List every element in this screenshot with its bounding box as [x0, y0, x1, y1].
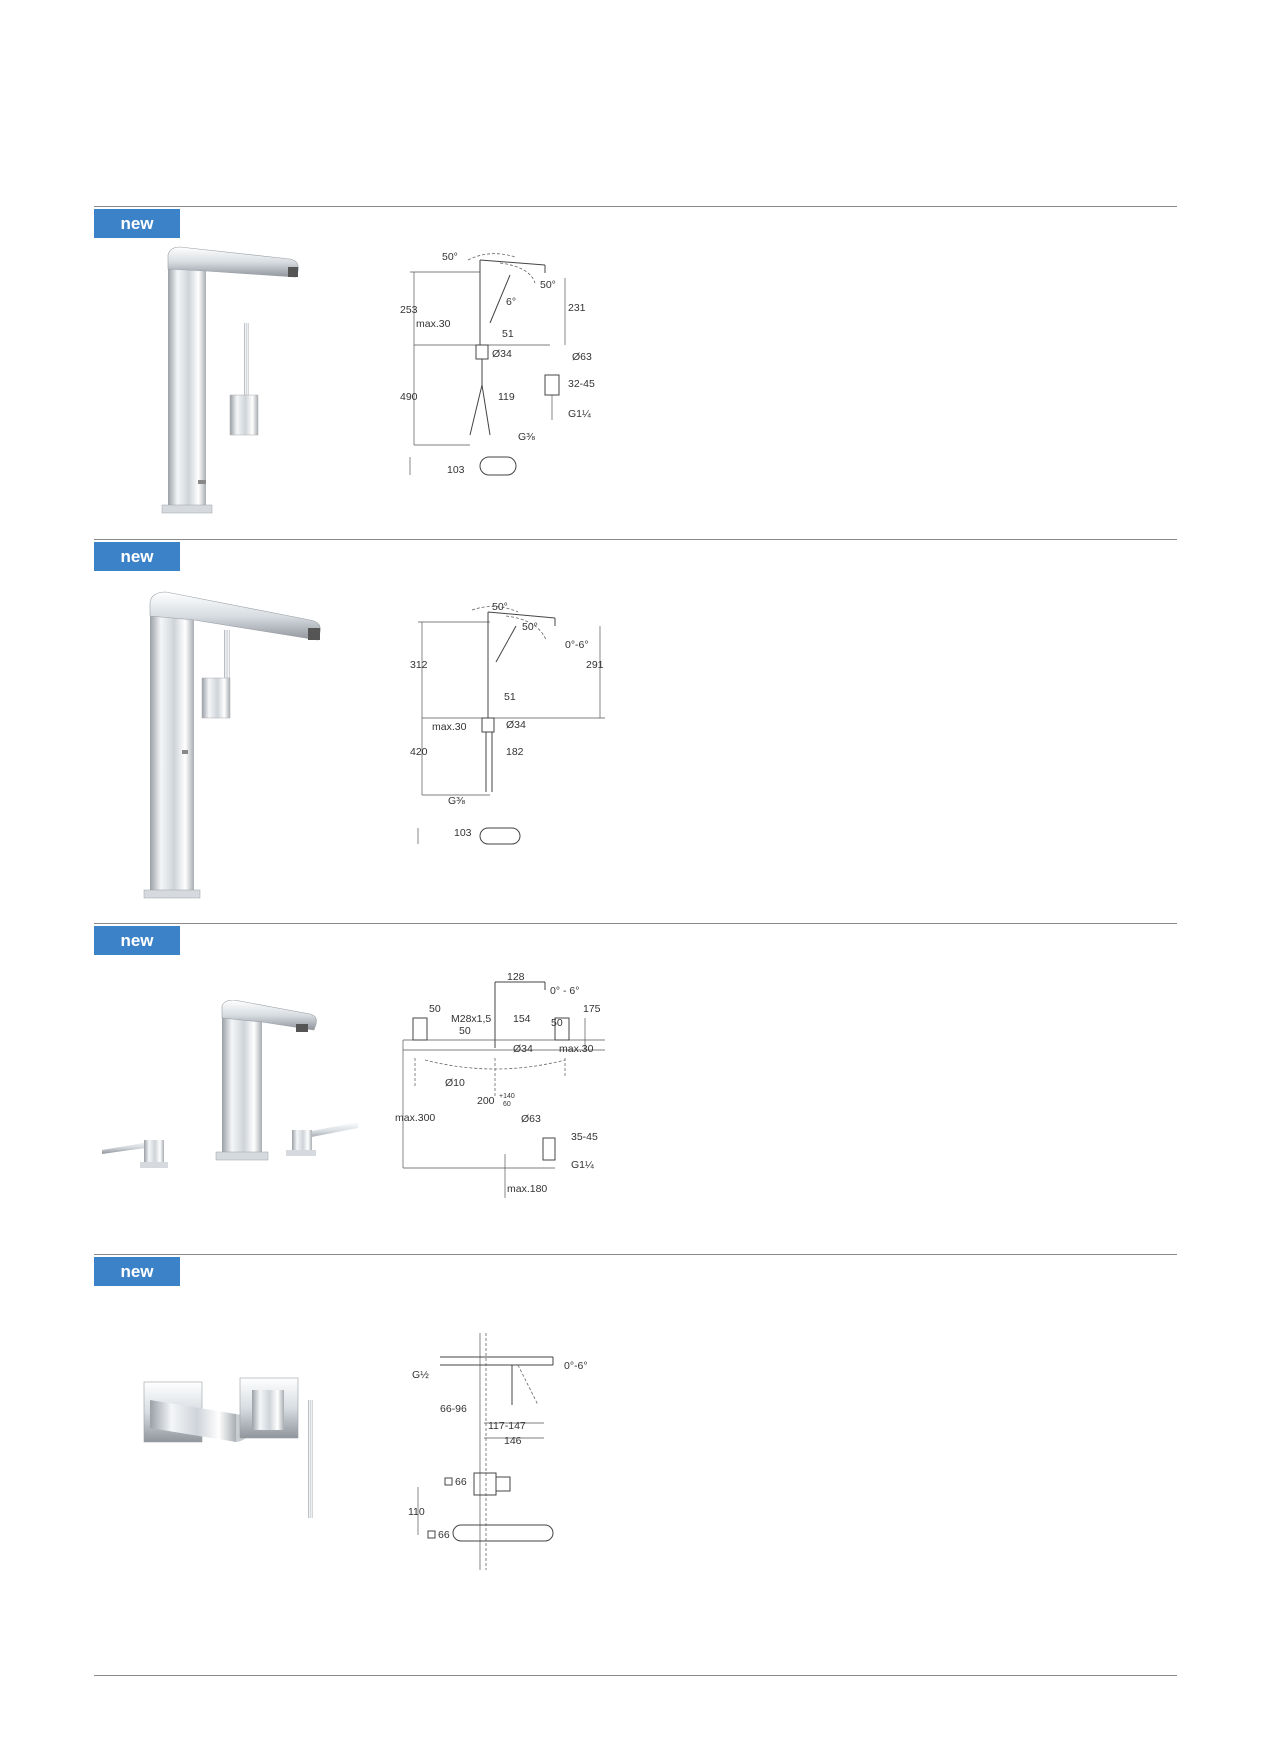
dim-dia-body: Ø34 — [506, 719, 526, 731]
dim-thread-hose: G⅜ — [448, 795, 465, 807]
dim-height-spout: 291 — [586, 659, 604, 671]
section-divider — [94, 923, 1177, 924]
dim-angle-tilt: 0° - 6° — [550, 985, 579, 997]
new-badge: new — [94, 926, 180, 955]
dim-lever-h: 103 — [447, 464, 465, 476]
dim-angle-arc: 50° — [522, 621, 538, 633]
three-hole-basin-mixer-dimension-drawing: 128 0° - 6° 50 M28x1,5 50 154 50 175 Ø34… — [395, 971, 605, 1198]
section-divider — [94, 539, 1177, 540]
dim-offset: 51 — [502, 328, 514, 340]
dim-max-thick: max.30 — [432, 721, 467, 733]
new-badge: new — [94, 542, 180, 571]
dim-height-total: 312 — [410, 659, 428, 671]
dim-thread-waste: G1¼ — [568, 408, 591, 420]
dim-height-spout: 231 — [568, 302, 586, 314]
dim-reach: 128 — [507, 971, 525, 983]
dim-dia-body: Ø34 — [492, 348, 512, 360]
dim-max-thick: max.30 — [416, 318, 451, 330]
dim-waste-range: 32-45 — [568, 378, 595, 390]
dim-angle-top: 50° — [492, 601, 508, 613]
dim-spacing-minus: 60 — [503, 1101, 511, 1108]
dim-dia-body: Ø34 — [513, 1043, 533, 1055]
dim-reach: 146 — [504, 1435, 522, 1447]
section-divider — [94, 1254, 1177, 1255]
dim-plate-bottom: 66 — [438, 1529, 450, 1541]
dim-plate-top: 66 — [455, 1476, 467, 1488]
dim-angle-tilt: 6° — [506, 296, 516, 308]
dim-angle-tilt: 0°-6° — [564, 1360, 588, 1372]
dim-thread: M28x1,5 — [451, 1013, 491, 1025]
dim-thread-hose: G⅜ — [518, 431, 535, 443]
dim-max-depth: max.300 — [395, 1112, 435, 1124]
dim-waste-range: 35-45 — [571, 1131, 598, 1143]
new-badge: new — [94, 209, 180, 238]
dim-spacing-plus: +140 — [499, 1093, 515, 1100]
dim-dia-waste: Ø63 — [572, 351, 592, 363]
dim-offset: 51 — [504, 691, 516, 703]
dim-thread-waste: G1¼ — [571, 1159, 594, 1171]
section-divider — [94, 206, 1177, 207]
tall-basin-mixer-photo — [161, 246, 299, 514]
extra-tall-basin-mixer-photo — [143, 591, 321, 899]
dim-spacing: 110 — [408, 1506, 425, 1518]
dim-max-width: max.180 — [507, 1183, 547, 1195]
dim-reach: 182 — [506, 746, 524, 758]
dim-dist: 119 — [498, 391, 515, 403]
dim-spacing: 200 — [477, 1095, 495, 1107]
dim-w-mid: 50 — [459, 1025, 471, 1037]
dim-w-right: 50 — [551, 1017, 563, 1029]
dim-w-left: 50 — [429, 1003, 441, 1015]
dim-angle-top: 50° — [442, 251, 458, 263]
dim-angle-arc: 50° — [540, 279, 556, 291]
dim-dia-hose: Ø10 — [445, 1077, 465, 1089]
dim-dia-waste: Ø63 — [521, 1113, 541, 1125]
dim-reach-range: 117-147 — [488, 1420, 526, 1432]
dim-thread: G½ — [412, 1369, 429, 1381]
dim-height-total: 175 — [583, 1003, 601, 1015]
dim-lever-h: 103 — [454, 827, 472, 839]
dim-angle-tilt: 0°-6° — [565, 639, 589, 651]
extra-tall-basin-mixer-dimension-drawing: 50° 50° 0°-6° 312 291 51 max.30 Ø34 420 … — [410, 601, 605, 845]
dim-hose-len: 420 — [410, 746, 428, 758]
dim-hose-len: 490 — [400, 391, 418, 403]
three-hole-basin-mixer-photo — [102, 1000, 358, 1168]
tall-basin-mixer-dimension-drawing: 50° 50° 6° 253 231 max.30 51 Ø34 Ø63 32-… — [400, 251, 595, 476]
dim-max-thick: max.30 — [559, 1043, 594, 1055]
dim-height-total: 253 — [400, 304, 418, 316]
new-badge: new — [94, 1257, 180, 1286]
wall-mounted-basin-mixer-dimension-drawing: G½ 0°-6° 66-96 117-147 146 66 110 66 — [408, 1333, 588, 1570]
dim-height-spout: 154 — [513, 1013, 531, 1025]
footer-divider — [94, 1675, 1177, 1676]
wall-mounted-basin-mixer-photo — [143, 1377, 313, 1518]
dim-depth-range: 66-96 — [440, 1403, 467, 1415]
